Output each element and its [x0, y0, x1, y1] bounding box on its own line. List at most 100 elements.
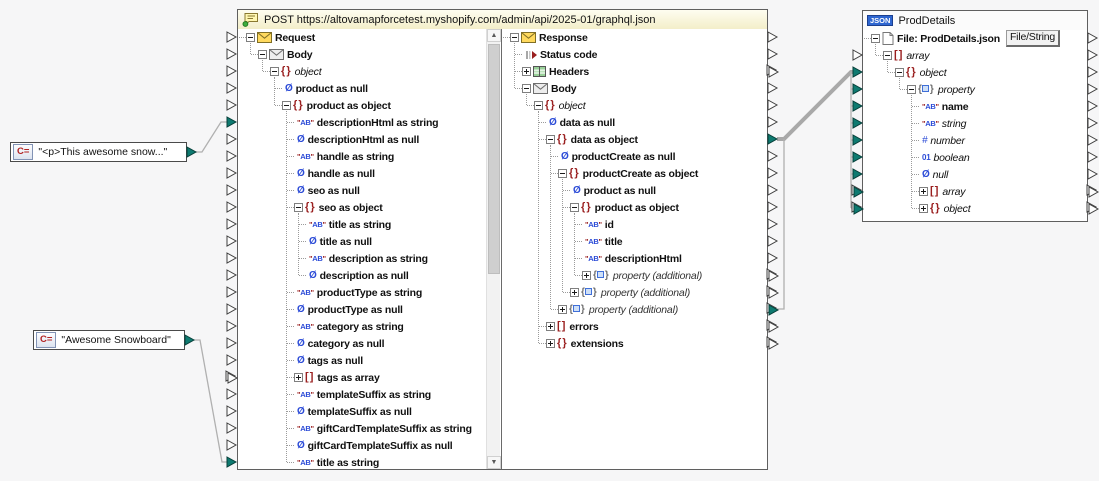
- tree-row[interactable]: "AB"category as string: [238, 318, 486, 335]
- expand-toggle[interactable]: [246, 33, 255, 42]
- connector[interactable]: [1086, 201, 1099, 215]
- expand-toggle[interactable]: [919, 204, 928, 213]
- connector[interactable]: [225, 404, 239, 418]
- connector-connected[interactable]: [851, 82, 865, 96]
- connection-wire[interactable]: [777, 139, 785, 310]
- expand-toggle[interactable]: [558, 305, 567, 314]
- connector[interactable]: [766, 166, 780, 180]
- connector[interactable]: [766, 200, 780, 214]
- connector[interactable]: [1086, 150, 1099, 164]
- tree-row[interactable]: { }product as object: [502, 199, 767, 216]
- connector[interactable]: [225, 183, 239, 197]
- tree-row[interactable]: Status code: [502, 46, 767, 63]
- tree-row[interactable]: {}property (additional): [502, 267, 767, 284]
- connector[interactable]: [766, 81, 780, 95]
- expand-toggle[interactable]: [883, 51, 892, 60]
- tree-row[interactable]: { }object: [502, 97, 767, 114]
- tree-row[interactable]: "AB"descriptionHtml: [502, 250, 767, 267]
- connector[interactable]: [225, 64, 239, 78]
- connector[interactable]: [766, 217, 780, 231]
- connector[interactable]: [766, 285, 780, 299]
- connector-connected[interactable]: [766, 132, 780, 146]
- tree-row[interactable]: "AB"handle as string: [238, 148, 486, 165]
- tree-row[interactable]: "AB"name: [863, 98, 1087, 115]
- connector-connected[interactable]: [851, 65, 865, 79]
- constant-component[interactable]: C= "<p>This awesome snow...": [10, 142, 187, 162]
- connector-connected[interactable]: [851, 184, 865, 198]
- expand-toggle[interactable]: [546, 135, 555, 144]
- tree-row[interactable]: [ ]array: [863, 183, 1087, 200]
- connector[interactable]: [225, 438, 239, 452]
- connector[interactable]: [225, 268, 239, 282]
- connector[interactable]: [225, 353, 239, 367]
- connector[interactable]: [766, 149, 780, 163]
- tree-row[interactable]: "AB"descriptionHtml as string: [238, 114, 486, 131]
- connector[interactable]: [1086, 65, 1099, 79]
- connector[interactable]: [851, 48, 865, 62]
- tree-row[interactable]: Response: [502, 29, 767, 46]
- connector[interactable]: [225, 234, 239, 248]
- connector[interactable]: [225, 421, 239, 435]
- expand-toggle[interactable]: [534, 101, 543, 110]
- tree-row[interactable]: { }seo as object: [238, 199, 486, 216]
- connector-connected[interactable]: [851, 167, 865, 181]
- expand-toggle[interactable]: [294, 203, 303, 212]
- tree-row[interactable]: "AB"id: [502, 216, 767, 233]
- expand-toggle[interactable]: [522, 67, 531, 76]
- connector[interactable]: [1086, 82, 1099, 96]
- tree-row[interactable]: "AB"templateSuffix as string: [238, 386, 486, 403]
- expand-toggle[interactable]: [546, 339, 555, 348]
- tree-row[interactable]: [ ]errors: [502, 318, 767, 335]
- expand-toggle[interactable]: [919, 187, 928, 196]
- connector[interactable]: [766, 30, 780, 44]
- expand-toggle[interactable]: [270, 67, 279, 76]
- connector[interactable]: [225, 166, 239, 180]
- tree-row[interactable]: [ ]array: [863, 47, 1087, 64]
- connector[interactable]: [225, 336, 239, 350]
- expand-toggle[interactable]: [522, 84, 531, 93]
- connector[interactable]: [766, 98, 780, 112]
- connector-connected[interactable]: [766, 302, 780, 316]
- expand-toggle[interactable]: [871, 34, 880, 43]
- tree-row[interactable]: {}property: [863, 81, 1087, 98]
- component-title-bar[interactable]: JSON ProdDetails: [863, 11, 1087, 31]
- connector[interactable]: [225, 285, 239, 299]
- connector[interactable]: [766, 64, 780, 78]
- connector[interactable]: [225, 30, 239, 44]
- connector[interactable]: [766, 251, 780, 265]
- connector[interactable]: [225, 132, 239, 146]
- connector[interactable]: [225, 302, 239, 316]
- tree-row[interactable]: "AB"giftCardTemplateSuffix as string: [238, 420, 486, 437]
- expand-toggle[interactable]: [582, 271, 591, 280]
- connector[interactable]: [766, 268, 780, 282]
- tree-row[interactable]: Body: [238, 46, 486, 63]
- connector[interactable]: [766, 234, 780, 248]
- expand-toggle[interactable]: [510, 33, 519, 42]
- connector[interactable]: [225, 81, 239, 95]
- tree-row[interactable]: "AB"productType as string: [238, 284, 486, 301]
- connection-wire[interactable]: [194, 339, 227, 463]
- connector[interactable]: [225, 370, 239, 384]
- connector-connected[interactable]: [851, 201, 865, 215]
- scrollbar-thumb[interactable]: [488, 44, 500, 274]
- connector-connected[interactable]: [851, 99, 865, 113]
- file-string-button[interactable]: File/String: [1005, 30, 1061, 47]
- connector[interactable]: [766, 47, 780, 61]
- tree-row[interactable]: { }product as object: [238, 97, 486, 114]
- tree-row[interactable]: Request: [238, 29, 486, 46]
- constant-component[interactable]: C= "Awesome Snowboard": [33, 330, 185, 350]
- tree-row[interactable]: { }extensions: [502, 335, 767, 352]
